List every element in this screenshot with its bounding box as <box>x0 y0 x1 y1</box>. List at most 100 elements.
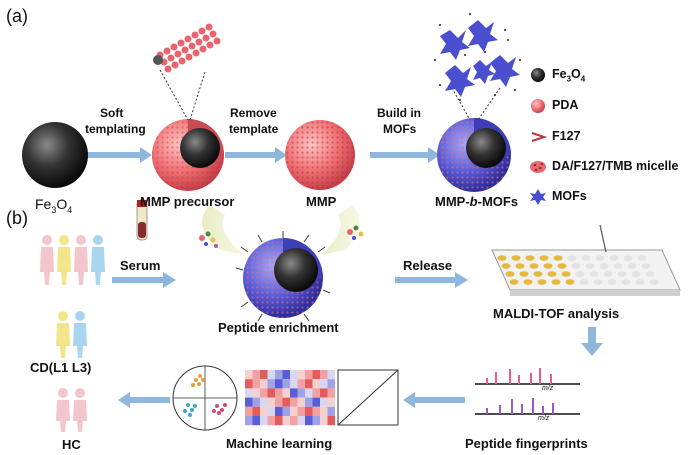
legend-micelle-icon <box>530 161 546 173</box>
heatmap-cell <box>275 416 283 426</box>
heatmap-cell <box>267 416 275 426</box>
maldi-well <box>585 263 595 269</box>
maldi-well <box>501 263 511 269</box>
hc-figures <box>56 388 87 432</box>
heatmap-cell <box>312 379 320 389</box>
maldi-well <box>621 279 631 285</box>
maldi-well <box>497 255 507 261</box>
mmp-precursor-sphere <box>152 119 224 191</box>
heatmap-cell <box>252 406 260 416</box>
heatmap-cell <box>282 370 290 380</box>
legend-fe3o4-label: Fe3O4 <box>552 67 586 84</box>
cd-label: CD(L1 L3) <box>30 360 92 375</box>
maldi-well <box>523 279 533 285</box>
peptide-molecule-left-icon <box>199 231 218 248</box>
mof-cluster-zoom <box>434 13 521 121</box>
legend-mof-icon <box>530 189 546 205</box>
heatmap-cell <box>275 397 283 407</box>
heatmap-cell <box>312 388 320 398</box>
mmp-precursor-label: MMP precursor <box>140 194 235 209</box>
heatmap-cell <box>282 416 290 426</box>
maldi-well <box>515 263 525 269</box>
enrichment-fan <box>202 205 360 255</box>
arrow-soft-templating <box>85 147 152 163</box>
mmp-sphere <box>285 120 355 190</box>
maldi-well <box>571 263 581 269</box>
arrow-to-diagnosis <box>118 392 170 408</box>
maldi-well <box>649 279 659 285</box>
maldi-well <box>543 263 553 269</box>
step1-line2: templating <box>85 122 146 136</box>
patient-figures-group <box>40 235 105 285</box>
heatmap-cell <box>282 397 290 407</box>
heatmap-cell <box>275 379 283 389</box>
heatmap-cell <box>320 388 328 398</box>
heatmap-cell <box>252 416 260 426</box>
maldi-well <box>547 271 557 277</box>
step3-line2: MOFs <box>383 122 417 136</box>
heatmap-cell <box>312 397 320 407</box>
machine-learning-label: Machine learning <box>226 436 333 451</box>
heatmap-cell <box>267 370 275 380</box>
heatmap-cell <box>297 406 305 416</box>
maldi-well <box>593 279 603 285</box>
maldi-well <box>645 271 655 277</box>
heatmap-cell <box>252 370 260 380</box>
heatmap-cell <box>305 416 313 426</box>
maldi-well <box>623 255 633 261</box>
legend-f127-icon <box>531 132 548 142</box>
mz-label-bottom: m/z <box>538 415 550 422</box>
heatmap-cell <box>267 379 275 389</box>
fe3o4-sphere <box>22 122 88 188</box>
heatmap-cell <box>245 388 253 398</box>
peptide-molecule-right-icon <box>347 225 364 240</box>
step2-line1: Remove <box>230 106 277 120</box>
heatmap-cell <box>275 388 283 398</box>
heatmap-cell <box>260 388 268 398</box>
maldi-well <box>581 255 591 261</box>
heatmap-cell <box>245 397 253 407</box>
enrichment-sphere <box>235 231 331 322</box>
heatmap-cell <box>297 379 305 389</box>
maldi-well <box>613 263 623 269</box>
maldi-well <box>537 279 547 285</box>
heatmap-cell <box>320 416 328 426</box>
heatmap-cell <box>320 379 328 389</box>
maldi-well <box>575 271 585 277</box>
heatmap-cell <box>290 388 298 398</box>
maldi-well <box>529 263 539 269</box>
spectrum-bottom <box>475 398 580 415</box>
legend-f127-label: F127 <box>552 129 581 143</box>
maldi-well <box>631 271 641 277</box>
maldi-well <box>525 255 535 261</box>
maldi-well <box>589 271 599 277</box>
maldi-well <box>551 279 561 285</box>
maldi-well <box>609 255 619 261</box>
heatmap-cell <box>305 370 313 380</box>
heatmap-cell <box>245 379 253 389</box>
heatmap-cell <box>245 406 253 416</box>
arrow-serum <box>112 272 176 288</box>
legend-micelle-label: DA/F127/TMB micelle <box>552 159 679 173</box>
legend-mofs-label: MOFs <box>552 189 587 203</box>
heatmap-cell <box>327 397 335 407</box>
legend-pda-icon <box>531 99 545 113</box>
arrow-to-machine-learning <box>403 392 465 408</box>
maldi-well <box>641 263 651 269</box>
maldi-well <box>509 279 519 285</box>
maldi-well <box>599 263 609 269</box>
heatmap-cell <box>312 370 320 380</box>
heatmap-cell <box>327 388 335 398</box>
spectrum-top <box>475 368 580 385</box>
step2-line2: template <box>229 122 279 136</box>
maldi-well <box>603 271 613 277</box>
maldi-well <box>579 279 589 285</box>
maldi-well <box>637 255 647 261</box>
heatmap-cell <box>297 388 305 398</box>
maldi-wells <box>497 255 659 285</box>
peptide-enrichment-label: Peptide enrichment <box>218 320 339 335</box>
hc-label: HC <box>62 437 81 452</box>
serum-tube-icon <box>136 199 148 241</box>
maldi-well <box>567 255 577 261</box>
heatmap-cell <box>245 370 253 380</box>
